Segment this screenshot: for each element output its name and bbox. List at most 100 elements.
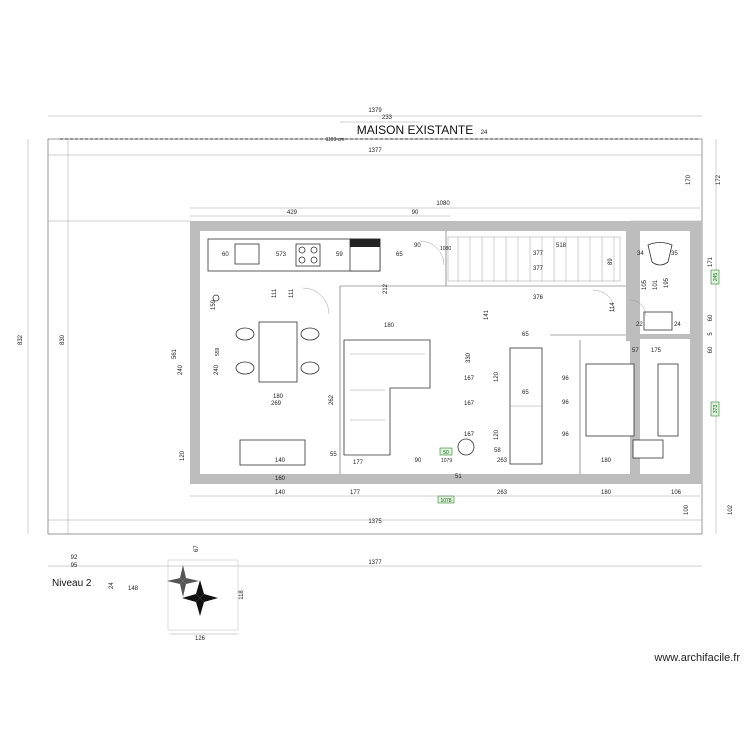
dim-212: 212 (383, 283, 389, 294)
dim-177-a: 177 (353, 460, 364, 466)
watermark: www.archifacile.fr (653, 652, 740, 664)
dim-167-b: 167 (464, 401, 475, 407)
dim-106: 106 (671, 490, 682, 496)
toilet (647, 242, 673, 266)
dim-58: 58 (494, 448, 501, 454)
door-swing (302, 287, 330, 315)
dim-233: 233 (382, 115, 393, 121)
dim-167-a: 167 (464, 376, 475, 382)
staircase (447, 236, 621, 282)
dim-95: 95 (71, 563, 78, 569)
green-label-1078: 1078 (440, 498, 451, 504)
dim-172: 172 (716, 174, 722, 185)
dim-102: 102 (728, 504, 734, 515)
dim-170: 170 (686, 174, 692, 185)
dim-1377-bottom: 1377 (368, 560, 382, 566)
dim-1379: 1379 (368, 108, 382, 114)
dim-832: 832 (18, 334, 24, 345)
dim-148: 148 (128, 586, 139, 592)
oven-panel (350, 239, 380, 247)
cooktop (295, 243, 321, 267)
dim-118: 118 (239, 590, 245, 600)
dim-120-a: 120 (494, 371, 500, 382)
dim-171: 171 (708, 256, 714, 267)
dim-262: 262 (329, 394, 335, 405)
dim-180-b: 180 (273, 394, 284, 400)
wall-bath (630, 334, 690, 339)
green-badge (439, 447, 453, 456)
door-swing (629, 299, 647, 317)
dim-559: 559 (215, 347, 221, 356)
dim-167-c: 167 (464, 432, 475, 438)
chair (300, 327, 320, 341)
chair (300, 361, 320, 375)
washbasin (643, 311, 673, 331)
dim-24-bath: 24 (674, 322, 681, 328)
dim-51: 51 (455, 474, 462, 480)
dim-111-b: 111 (289, 288, 295, 298)
green-label-50: 50 (443, 450, 449, 456)
dim-175: 175 (651, 348, 662, 354)
dim-65-b: 65 (522, 332, 529, 338)
dim-90-b: 90 (414, 243, 421, 249)
dim-561: 561 (172, 348, 178, 359)
dim-114: 114 (610, 302, 616, 312)
dim-240-outer: 240 (178, 364, 184, 375)
dim-126: 126 (195, 636, 206, 642)
dim-1375: 1375 (368, 519, 382, 525)
dim-263-a: 263 (497, 458, 508, 464)
door-swing (592, 289, 616, 313)
compass-icon (167, 559, 239, 631)
dim-96-b: 96 (562, 400, 569, 406)
dim-55: 55 (330, 452, 337, 458)
dim-24-level: 24 (109, 582, 115, 589)
dim-67: 67 (194, 545, 200, 552)
dim-105: 105 (642, 279, 648, 290)
bin (212, 294, 220, 302)
wardrobe (657, 363, 679, 437)
dim-60-kitchen: 60 (222, 252, 229, 258)
dim-96-a: 96 (562, 376, 569, 382)
dim-90-c: 90 (415, 458, 422, 464)
dim-140-outer: 140 (275, 490, 286, 496)
bench (239, 439, 306, 466)
dim-34: 34 (637, 251, 644, 257)
dim-180-c: 180 (601, 458, 612, 464)
dim-330: 330 (466, 352, 472, 363)
wall-partition (626, 231, 630, 341)
dim-263-b: 263 (497, 490, 508, 496)
dim-35: 35 (671, 251, 678, 257)
dim-101: 101 (653, 279, 659, 290)
dim-518: 518 (556, 243, 567, 249)
dim-160-b: 160 (275, 476, 286, 482)
dim-5: 5 (708, 332, 714, 336)
dim-269: 269 (271, 401, 282, 407)
dim-60-right-a: 60 (708, 314, 714, 321)
dim-573: 573 (276, 252, 287, 258)
chair (235, 361, 255, 375)
chair (235, 327, 255, 341)
dim-1080: 1080 (436, 201, 450, 207)
dim-22: 22 (636, 322, 643, 328)
dim-830: 830 (60, 334, 66, 345)
dim-92: 92 (71, 555, 78, 561)
dim-120-b: 120 (494, 429, 500, 440)
dim-177-b: 177 (350, 490, 361, 496)
dim-1079: 1079 (441, 458, 452, 464)
dim-24: 24 (481, 130, 488, 136)
green-badge (710, 269, 720, 285)
door-swing (419, 240, 445, 266)
burner (298, 256, 306, 264)
wall-right (690, 221, 702, 484)
dim-240-inner: 240 (214, 364, 220, 375)
dim-376: 376 (533, 295, 544, 301)
dim-180-a: 180 (384, 323, 395, 329)
dim-429: 429 (287, 210, 298, 216)
wall-right-bottom (640, 474, 702, 484)
page-title: MAISON EXISTANTE (357, 123, 473, 137)
dim-1080-b: 1080 (440, 246, 451, 252)
wall-right-top (630, 221, 702, 231)
dim-1199: 1199 cm (326, 137, 345, 143)
dim-65-c: 65 (522, 390, 529, 396)
bed (585, 363, 635, 437)
